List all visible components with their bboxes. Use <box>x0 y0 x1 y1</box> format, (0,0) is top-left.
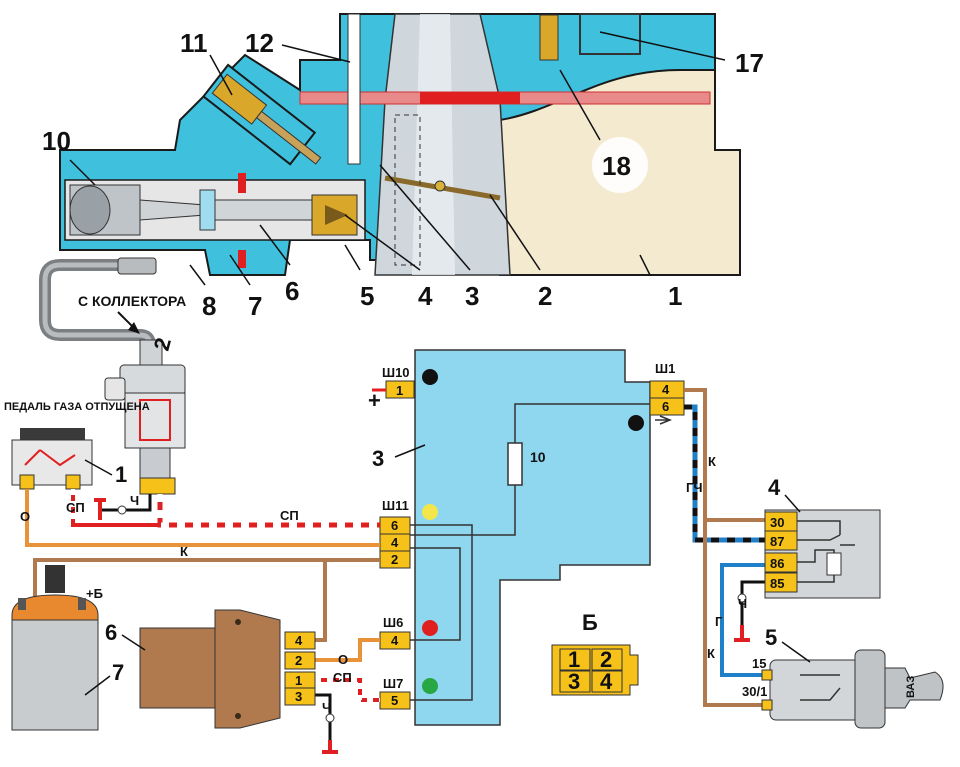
callout-17: 17 <box>735 48 764 78</box>
plus-b-label: +Б <box>86 586 103 601</box>
b-pin-3: 3 <box>568 669 580 694</box>
carb-leaders <box>69 31 726 286</box>
connector-sh1: Ш1 <box>655 361 675 376</box>
callout-3: 3 <box>465 281 479 311</box>
relay-pin-85: 85 <box>770 576 784 591</box>
igniter-number: 6 <box>105 620 117 645</box>
wire-label-ch-igniter: Ч <box>322 700 331 715</box>
pedal-switch <box>11 428 93 490</box>
wire-label-k-ign: К <box>707 646 715 661</box>
from-manifold-label: С КОЛЛЕКТОРА <box>78 293 186 309</box>
ignition-switch-number: 5 <box>765 625 777 650</box>
ecu-block <box>414 349 651 726</box>
sh11-pin-4: 4 <box>391 535 399 550</box>
sh6-pin-4: 4 <box>391 633 399 648</box>
callout-10: 10 <box>42 126 71 156</box>
coil-number: 7 <box>112 660 124 685</box>
carburetor-section <box>39 13 741 360</box>
connector-sh6: Ш6 <box>383 615 403 630</box>
sh1-pin-4: 4 <box>662 382 670 397</box>
callout-12: 12 <box>245 28 274 58</box>
callout-11: 11 <box>180 28 208 58</box>
carb-callouts: 1 2 3 4 5 6 7 8 10 11 12 17 18 <box>42 28 764 321</box>
solenoid-valve <box>104 339 186 495</box>
igniter-pin-2: 2 <box>295 653 302 668</box>
ignition-switch <box>761 649 944 729</box>
callout-5: 5 <box>360 281 374 311</box>
callout-6: 6 <box>285 276 299 306</box>
ecu-number: 3 <box>372 446 384 471</box>
wire-label-o-igniter: О <box>338 652 348 667</box>
wire-label-o-left: О <box>20 509 30 524</box>
plus-sign: + <box>368 388 381 413</box>
ign-pin-15: 15 <box>752 656 766 671</box>
igniter-pin-3: 3 <box>295 689 302 704</box>
connector-view-label: Б <box>582 610 598 635</box>
relay <box>764 509 881 599</box>
b-pin-2: 2 <box>600 647 612 672</box>
connector-view <box>551 644 639 696</box>
sh1-pin-6: 6 <box>662 399 669 414</box>
wire-label-sp-mid: СП <box>280 508 299 523</box>
igniter <box>139 609 316 729</box>
b-pin-4: 4 <box>600 669 613 694</box>
callout-1: 1 <box>668 281 682 311</box>
callout-18: 18 <box>602 151 631 181</box>
relay-number: 4 <box>768 475 781 500</box>
wire-label-ch-relay: Ч <box>738 596 747 611</box>
b-pin-1: 1 <box>568 647 580 672</box>
wire-labels: О СП Ч СП К К ГЧ Ч Г К О СП Ч <box>20 454 747 715</box>
wire-label-sp-left: СП <box>66 500 85 515</box>
sh10-pin-1: 1 <box>396 383 403 398</box>
callout-8: 8 <box>202 291 216 321</box>
switch-number: 1 <box>115 462 127 487</box>
wire-label-k-relay: К <box>708 454 716 469</box>
igniter-pin-1: 1 <box>295 673 302 688</box>
callout-4: 4 <box>418 281 433 311</box>
relay-pin-87: 87 <box>770 534 784 549</box>
key-text: ВАЗ <box>905 676 917 698</box>
connector-sh10: Ш10 <box>382 365 410 380</box>
wire-label-ch-left: Ч <box>130 493 139 508</box>
wire-label-gch: ГЧ <box>686 480 703 495</box>
callout-2: 2 <box>538 281 552 311</box>
sh7-pin-5: 5 <box>391 693 398 708</box>
wires <box>25 388 765 740</box>
fuse-number: 10 <box>530 449 546 465</box>
ground-symbols <box>94 498 750 754</box>
wire-label-sp-igniter: СП <box>333 670 352 685</box>
ignition-coil <box>11 565 99 731</box>
sh11-pin-2: 2 <box>391 552 398 567</box>
wire-label-g-relay: Г <box>715 614 723 629</box>
wire-label-k-top: К <box>180 544 188 559</box>
igniter-pin-4: 4 <box>295 633 303 648</box>
connector-sh11: Ш11 <box>382 498 409 513</box>
pedal-released-label: ПЕДАЛЬ ГАЗА ОТПУЩЕНА <box>4 401 150 413</box>
callout-7: 7 <box>248 291 262 321</box>
vacuum-hose <box>39 259 156 360</box>
sh11-pin-6: 6 <box>391 518 398 533</box>
ign-pin-301: 30/1 <box>742 684 767 699</box>
connector-sh7: Ш7 <box>383 676 403 691</box>
relay-pin-86: 86 <box>770 556 784 571</box>
relay-pin-30: 30 <box>770 515 784 530</box>
